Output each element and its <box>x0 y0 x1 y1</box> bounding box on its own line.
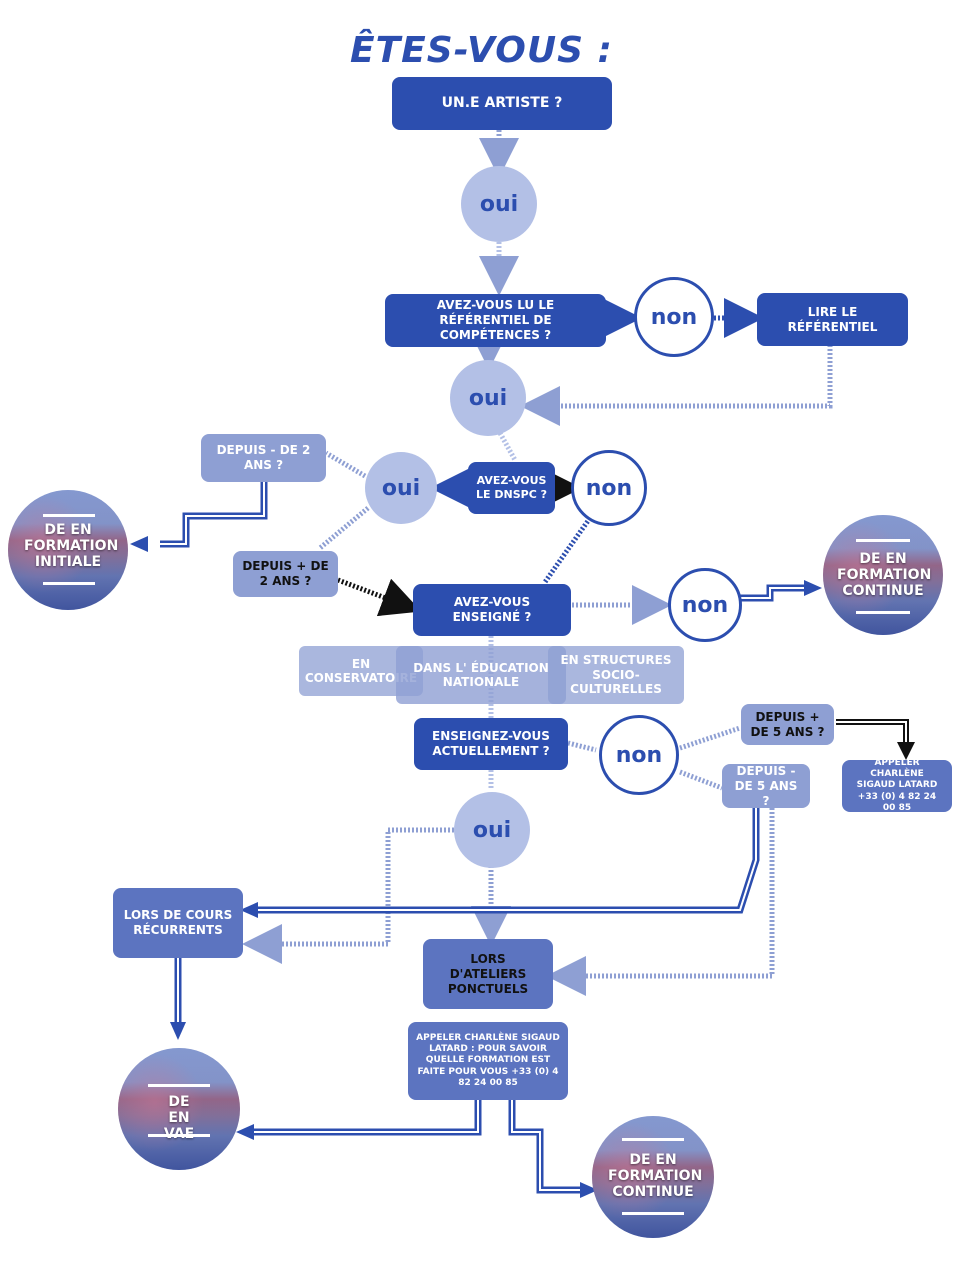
outcome-formation-initiale: DE EN FORMATION INITIALE <box>8 490 128 610</box>
node-ateliers-ponctuels: LORS D'ATELIERS PONCTUELS <box>423 939 553 1009</box>
connector <box>679 769 723 791</box>
arrowhead <box>170 1022 186 1040</box>
node-oui-3: oui <box>365 452 437 524</box>
node-actuellement-question: ENSEIGNEZ-VOUS ACTUELLEMENT ? <box>414 718 568 770</box>
arrowhead <box>804 580 822 596</box>
outcome-formation-continue-2: DE EN FORMATION CONTINUE <box>592 1116 714 1238</box>
page-title: ÊTES-VOUS : <box>350 30 613 71</box>
connector <box>679 725 741 751</box>
node-oui-1: oui <box>461 166 537 242</box>
connector <box>324 450 367 479</box>
arrowhead <box>580 1182 598 1198</box>
outcome-formation-initiale-label: DE EN FORMATION INITIALE <box>24 522 119 571</box>
node-non-4: non <box>599 715 679 795</box>
outcome-formation-continue-1: DE EN FORMATION CONTINUE <box>823 515 943 635</box>
connector <box>242 827 454 964</box>
node-lire-referentiel: LIRE LE RÉFÉRENTIEL <box>757 293 908 346</box>
outcome-formation-continue-1-label: DE EN FORMATION CONTINUE <box>837 551 932 600</box>
connector <box>738 584 808 602</box>
node-non-1: non <box>634 277 714 357</box>
node-appeler-2: APPELER CHARLÈNE SIGAUD LATARD : POUR SA… <box>408 1022 568 1100</box>
node-enseigne-question: AVEZ-VOUS ENSEIGNÉ ? <box>413 584 571 636</box>
connector <box>337 577 422 617</box>
connector <box>252 1100 482 1136</box>
outcome-formation-continue-2-label: DE EN FORMATION CONTINUE <box>608 1152 703 1201</box>
node-depuis-moins-5-ans: DEPUIS - DE 5 ANS ? <box>722 764 810 808</box>
node-depuis-plus-2-ans: DEPUIS + DE 2 ANS ? <box>233 551 338 597</box>
connector <box>160 482 268 548</box>
connector <box>546 808 775 996</box>
arrowhead <box>130 536 148 552</box>
node-oui-4: oui <box>454 792 530 868</box>
node-artiste: UN.E ARTISTE ? <box>392 77 612 130</box>
connector <box>508 1100 586 1194</box>
node-depuis-moins-2-ans: DEPUIS - DE 2 ANS ? <box>201 434 326 482</box>
arrowhead <box>897 742 915 760</box>
category-education-nationale: DANS L' ÉDUCATION NATIONALE <box>396 646 566 704</box>
connector <box>318 506 370 550</box>
node-dnspc-question: AVEZ-VOUS LE DNSPC ? <box>468 462 555 514</box>
outcome-vae: DE EN VAE <box>118 1048 240 1170</box>
connector <box>836 719 909 748</box>
node-non-3: non <box>668 568 742 642</box>
node-referentiel-question: AVEZ-VOUS LU LE RÉFÉRENTIEL DE COMPÉTENC… <box>385 294 606 347</box>
node-appeler-1: APPELER CHARLÈNE SIGAUD LATARD +33 (0) 4… <box>842 758 952 813</box>
category-structures: EN STRUCTURES SOCIO-CULTURELLES <box>548 646 684 704</box>
connector <box>542 516 593 584</box>
arrowhead <box>240 902 258 918</box>
connector <box>497 431 518 462</box>
node-depuis-plus-5-ans: DEPUIS + DE 5 ANS ? <box>741 704 834 745</box>
connector <box>567 740 597 753</box>
node-cours-recurrents: LORS DE COURS RÉCURRENTS <box>113 888 243 958</box>
connector <box>520 345 833 426</box>
arrowhead <box>236 1124 254 1140</box>
node-oui-2: oui <box>450 360 526 436</box>
node-non-2: non <box>571 450 647 526</box>
